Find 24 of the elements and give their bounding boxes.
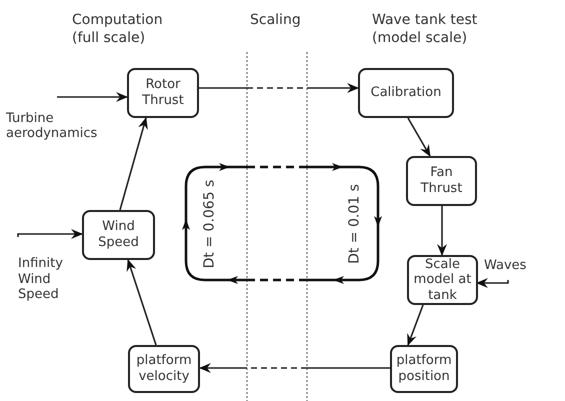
process-box: Rotor Thrust — [127, 68, 199, 118]
interval-label: Dt = 0.01 s — [346, 184, 364, 264]
arrow — [119, 117, 148, 210]
input-label: Turbine aerodynamics — [6, 97, 110, 142]
arrow — [407, 304, 424, 346]
arrow — [407, 118, 431, 157]
process-box: Calibration — [358, 68, 454, 118]
arrow — [57, 92, 128, 102]
process-box: Scale model at tank — [407, 255, 478, 305]
arrow — [476, 278, 509, 288]
process-box: Fan Thrust — [406, 156, 477, 206]
input-label: Waves — [484, 258, 565, 280]
process-box: platform position — [390, 345, 458, 393]
process-box: Wind Speed — [82, 210, 155, 260]
arrow — [17, 229, 83, 239]
section-heading: Wave tank test (model scale) — [372, 12, 478, 47]
arrow — [199, 363, 390, 373]
arrow — [437, 206, 447, 256]
section-heading: Computation (full scale) — [72, 12, 164, 47]
section-heading: Scaling — [250, 12, 302, 30]
interval-label: Dt = 0.065 s — [201, 180, 218, 268]
arrow — [126, 259, 157, 346]
arrow — [199, 83, 359, 93]
process-box: platform velocity — [128, 345, 200, 393]
